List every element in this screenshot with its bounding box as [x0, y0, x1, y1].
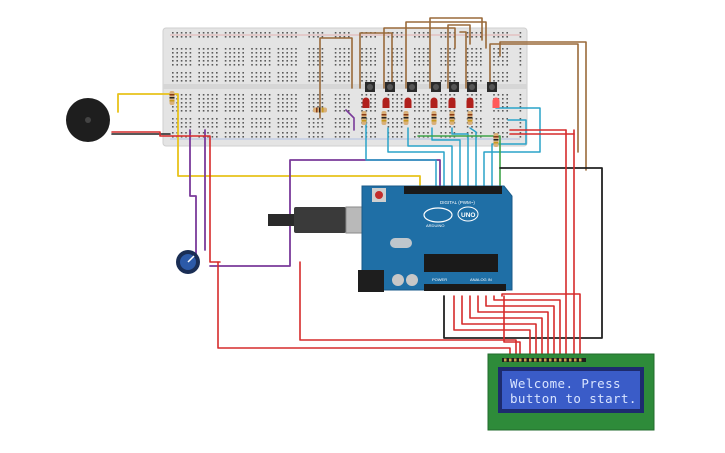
digital-header: [404, 186, 502, 194]
resistor[interactable]: [361, 111, 367, 125]
arduino-logo-icon: [423, 207, 453, 223]
crystal: [390, 238, 412, 248]
resistor[interactable]: [313, 107, 327, 113]
led[interactable]: [466, 97, 474, 109]
usb-cable: [294, 207, 346, 233]
led[interactable]: [430, 97, 438, 109]
power-analog-header: [424, 284, 506, 291]
arduino-uno-board[interactable]: DIGITAL (PWM~) UNO ARDUINO POWER ANALOG …: [268, 185, 513, 292]
push-button[interactable]: [407, 82, 417, 92]
push-button[interactable]: [449, 82, 459, 92]
usb-cable-plug: [268, 214, 294, 226]
led[interactable]: [404, 97, 412, 109]
green-wire: [417, 135, 501, 191]
resistor[interactable]: [467, 111, 473, 125]
red-wires: [111, 129, 581, 357]
resistor[interactable]: [381, 111, 387, 125]
push-buttons: [365, 82, 497, 92]
push-button[interactable]: [487, 82, 497, 92]
led[interactable]: [448, 97, 456, 109]
push-button[interactable]: [365, 82, 375, 92]
black-wire-gnd: [443, 167, 603, 339]
yellow-wire: [117, 93, 421, 191]
power-label: POWER: [432, 277, 447, 282]
resistor[interactable]: [431, 111, 437, 125]
purple-wire-led: [345, 109, 355, 131]
cyan-wires: [365, 107, 541, 191]
buzzer-icon[interactable]: [66, 98, 110, 142]
purple-wire-arduino: [209, 159, 441, 267]
leds: [362, 97, 500, 109]
lcd-line-2: button to start.: [510, 391, 637, 406]
arduino-brand: ARDUINO: [426, 223, 444, 228]
atmega-chip: [424, 254, 498, 272]
resistors: [169, 91, 499, 147]
resistor[interactable]: [493, 133, 499, 147]
digital-label: DIGITAL (PWM~): [440, 200, 475, 205]
brown-wires: [319, 17, 587, 171]
purple-wire-bus: [189, 129, 197, 261]
resistor[interactable]: [403, 111, 409, 125]
led[interactable]: [492, 97, 500, 109]
push-button[interactable]: [385, 82, 395, 92]
led[interactable]: [382, 97, 390, 109]
push-button[interactable]: [467, 82, 477, 92]
resistor[interactable]: [169, 91, 175, 105]
wires: [111, 17, 603, 357]
lcd-pins: [504, 358, 582, 362]
lcd-line-1: Welcome. Press: [510, 376, 621, 391]
power-jack: [358, 270, 384, 292]
lcd-module[interactable]: Welcome. Press button to start.: [487, 353, 655, 431]
lcd-screen: [502, 371, 640, 409]
potentiometer-icon[interactable]: [176, 250, 200, 274]
resistor[interactable]: [449, 111, 455, 125]
led[interactable]: [362, 97, 370, 109]
analog-label: ANALOG IN: [470, 277, 492, 282]
uno-logo-text: UNO: [461, 212, 475, 219]
push-button[interactable]: [431, 82, 441, 92]
